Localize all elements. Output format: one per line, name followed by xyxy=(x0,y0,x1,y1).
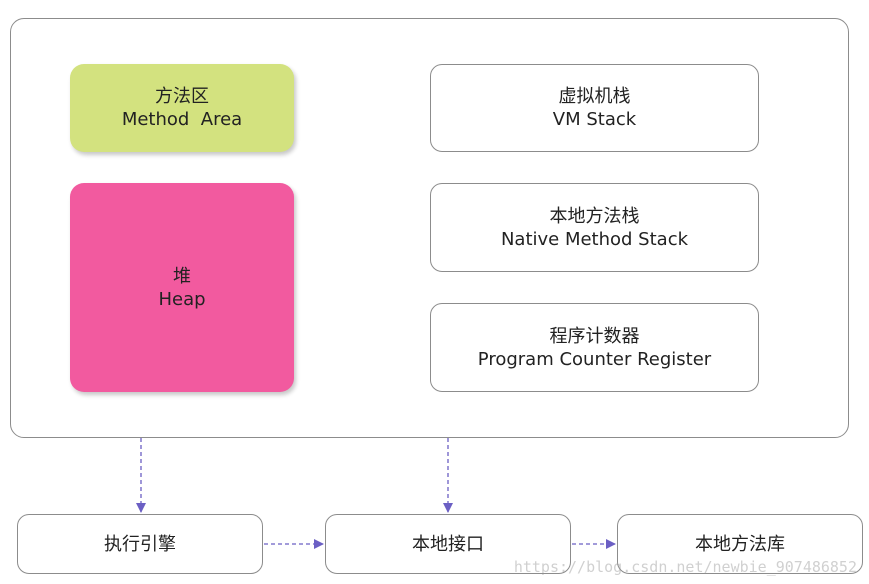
native-interface-label: 本地接口 xyxy=(412,533,484,555)
native-library-box: 本地方法库 xyxy=(617,514,863,574)
method-area-label-cn: 方法区 xyxy=(155,86,209,107)
vm-stack-label-cn: 虚拟机栈 xyxy=(558,86,631,107)
pc-register-label-cn: 程序计数器 xyxy=(549,325,640,347)
native-library-label: 本地方法库 xyxy=(695,533,785,555)
method-area-block: 方法区 Method Area xyxy=(70,64,294,152)
native-stack-label-en: Native Method Stack xyxy=(500,228,689,250)
execution-engine-box: 执行引擎 xyxy=(17,514,263,574)
vm-stack-block: 虚拟机栈 VM Stack xyxy=(430,64,759,152)
program-counter-register-block: 程序计数器 Program Counter Register xyxy=(430,303,759,392)
native-interface-box: 本地接口 xyxy=(325,514,571,574)
vm-stack-label-en: VM Stack xyxy=(552,109,637,130)
native-method-stack-block: 本地方法栈 Native Method Stack xyxy=(430,183,759,272)
heap-block: 堆 Heap xyxy=(70,183,294,392)
heap-label-en: Heap xyxy=(158,288,206,310)
native-stack-label-cn: 本地方法栈 xyxy=(549,205,640,227)
watermark-text: https://blog.csdn.net/newbie_907486852 xyxy=(513,558,857,576)
pc-register-label-en: Program Counter Register xyxy=(477,348,712,370)
runtime-data-area xyxy=(10,18,849,438)
heap-label-cn: 堆 xyxy=(173,265,191,287)
method-area-label-en: Method Area xyxy=(121,109,243,130)
execution-engine-label: 执行引擎 xyxy=(104,533,176,555)
